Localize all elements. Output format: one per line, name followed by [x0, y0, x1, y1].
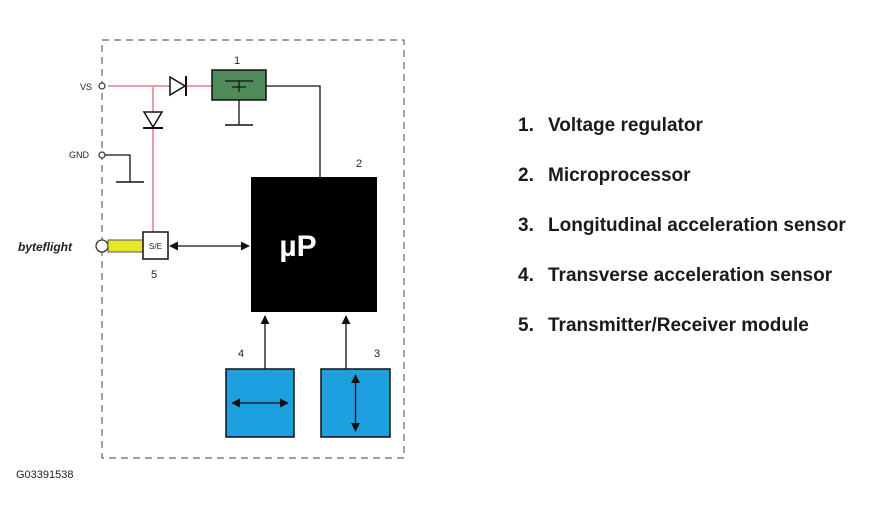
legend-text: Transverse acceleration sensor — [548, 265, 833, 286]
byteflight-bus-line — [107, 239, 144, 253]
legend-item: 2. Microprocessor — [518, 163, 846, 213]
regulator-symbol-icon — [225, 80, 253, 92]
legend-text: Transmitter/Receiver module — [548, 315, 809, 336]
callout-3: 3 — [374, 348, 380, 360]
callout-1: 1 — [234, 55, 240, 67]
legend-text: Microprocessor — [548, 165, 691, 186]
legend-item: 1. Voltage regulator — [518, 113, 846, 163]
legend-text: Voltage regulator — [548, 115, 703, 136]
legend-number: 3. — [518, 215, 534, 236]
bus-label: byteflight — [18, 240, 73, 254]
callout-5: 5 — [151, 269, 157, 281]
legend-number: 5. — [518, 315, 534, 336]
legend-number: 2. — [518, 165, 534, 186]
callout-2: 2 — [356, 158, 362, 170]
legend-item: 4. Transverse acceleration sensor — [518, 263, 846, 313]
callout-4: 4 — [238, 348, 244, 360]
microprocessor — [251, 177, 377, 312]
byteflight-connector — [95, 239, 109, 253]
microprocessor-label: µP — [279, 230, 316, 263]
gnd-pin — [98, 151, 106, 159]
gnd-line — [105, 154, 131, 182]
regulator-output-line — [266, 85, 321, 177]
transceiver-label: S/E — [149, 242, 162, 251]
figure-id: G03391538 — [16, 469, 74, 481]
legend-number: 4. — [518, 265, 534, 286]
vs-pin-label: VS — [80, 82, 92, 92]
vs-pin — [98, 82, 106, 90]
legend-item: 5. Transmitter/Receiver module — [518, 313, 846, 363]
gnd-pin-label: GND — [69, 150, 90, 160]
legend-number: 1. — [518, 115, 534, 136]
legend-item: 3. Longitudinal acceleration sensor — [518, 213, 846, 263]
component-legend: 1. Voltage regulator 2. Microprocessor 3. L… — [518, 113, 846, 363]
protection-diode-icon — [142, 111, 164, 129]
legend-text: Longitudinal acceleration sensor — [548, 215, 846, 236]
series-diode-icon — [169, 75, 187, 97]
transceiver-module — [142, 231, 169, 260]
